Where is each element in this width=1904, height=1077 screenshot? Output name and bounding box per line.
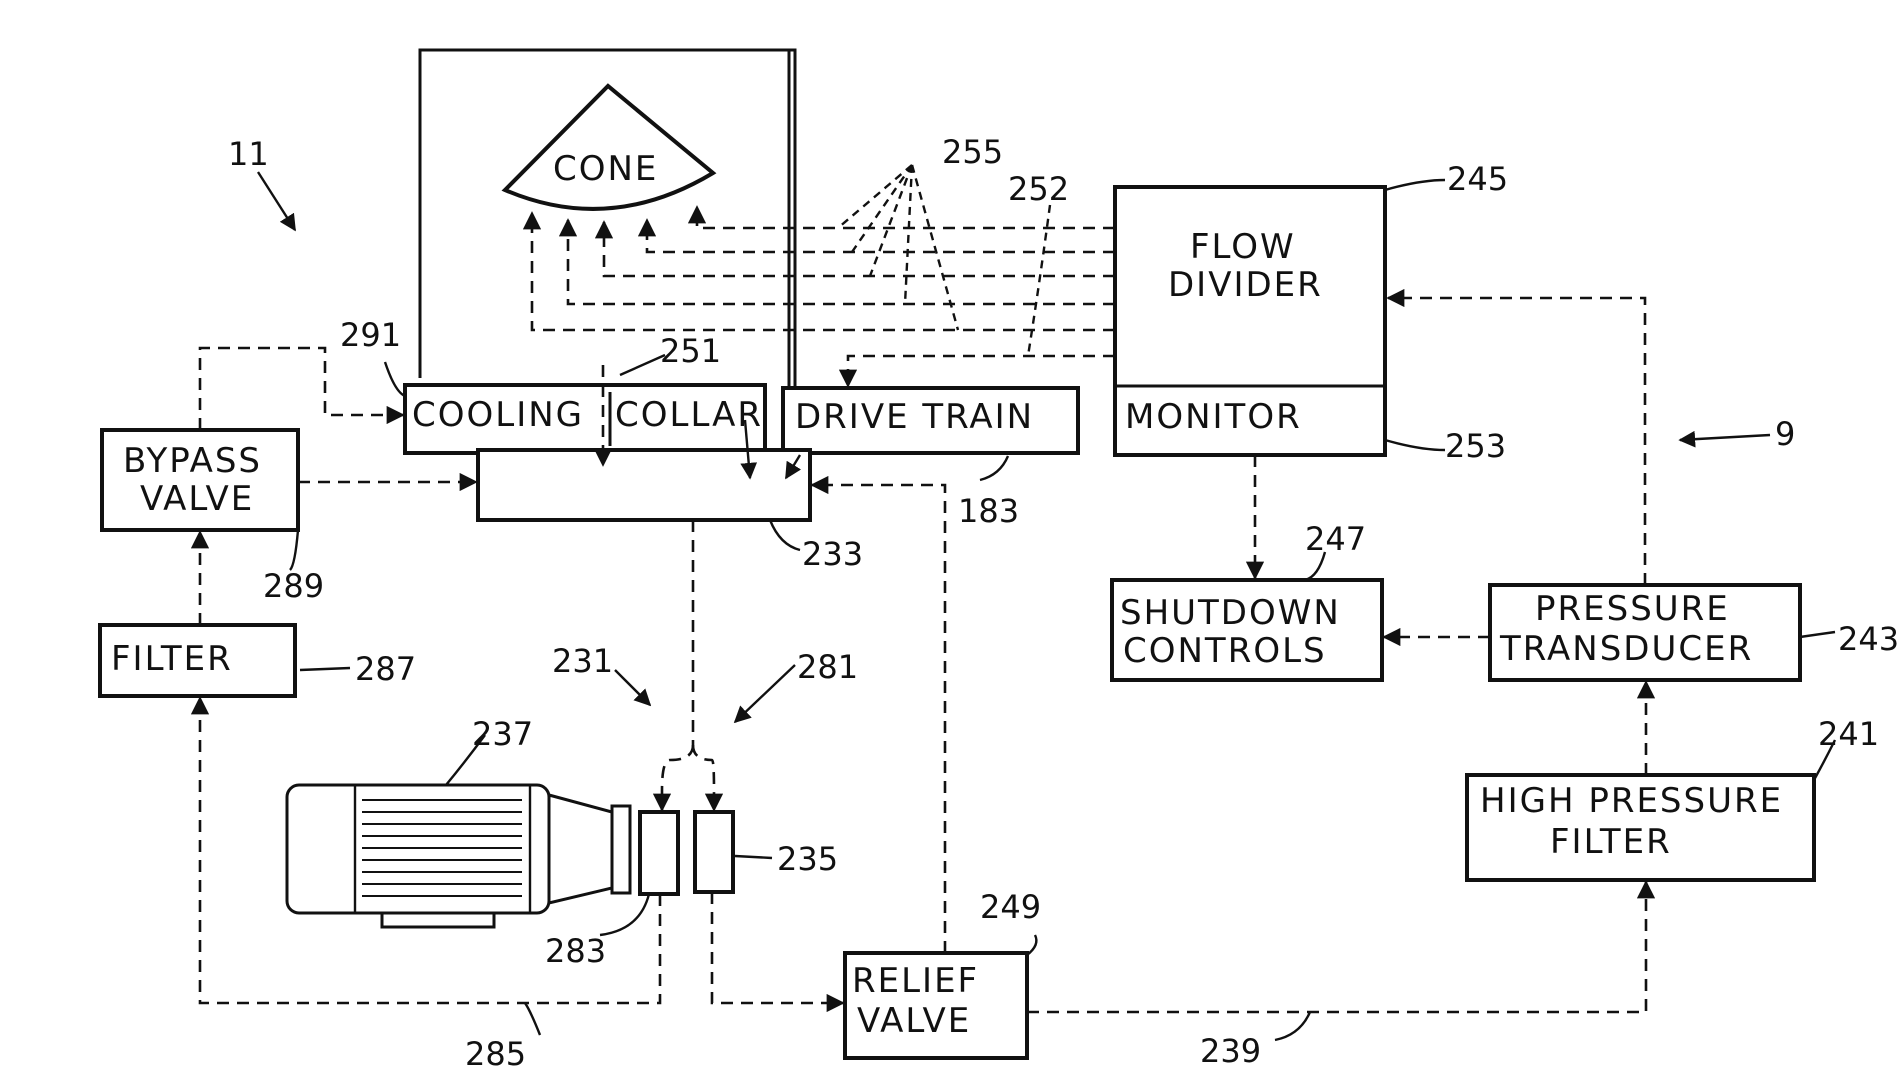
ref-245: 245: [1447, 160, 1508, 198]
ref-281: 281: [797, 648, 858, 686]
transducer-label-2: TRANSDUCER: [1499, 629, 1753, 669]
ref-291: 291: [340, 316, 401, 354]
transducer-label-1: PRESSURE: [1535, 589, 1730, 629]
ref-249: 249: [980, 888, 1041, 926]
monitor-label: MONITOR: [1125, 397, 1302, 437]
drive-train-block: DRIVE TRAIN: [783, 388, 1078, 453]
filter-label: FILTER: [111, 639, 233, 679]
ref-253: 253: [1445, 427, 1506, 465]
flow-divider-block: FLOW DIVIDER MONITOR: [1115, 187, 1385, 455]
ref-243: 243: [1838, 620, 1899, 658]
collar-label: COLLAR: [615, 395, 763, 435]
ref-231: 231: [552, 642, 613, 680]
bypass-label-2: VALVE: [140, 479, 254, 519]
cone-block: CONE: [505, 86, 713, 209]
cone-label: CONE: [553, 149, 658, 189]
ref-287: 287: [355, 650, 416, 688]
relief-valve-block: RELIEF VALVE: [845, 953, 1027, 1058]
bypass-valve-block: BYPASS VALVE: [102, 430, 298, 530]
shutdown-label-2: CONTROLS: [1123, 631, 1327, 671]
shutdown-controls-block: SHUTDOWN CONTROLS: [1112, 580, 1382, 680]
ref-183: 183: [958, 492, 1019, 530]
flow-divider-label-2: DIVIDER: [1168, 265, 1323, 305]
ref-252: 252: [1008, 170, 1069, 208]
bypass-label-1: BYPASS: [123, 441, 262, 481]
filter-block: FILTER: [100, 625, 295, 696]
hp-filter-label-1: HIGH PRESSURE: [1480, 781, 1783, 821]
ref-235: 235: [777, 840, 838, 878]
relief-label-2: VALVE: [857, 1001, 971, 1041]
high-pressure-filter-block: HIGH PRESSURE FILTER: [1467, 775, 1814, 880]
ref-237: 237: [472, 715, 533, 753]
manifold-block: [478, 450, 810, 520]
ref-251: 251: [660, 332, 721, 370]
ref-9: 9: [1775, 415, 1795, 453]
pump-235: [695, 812, 733, 892]
ref-255: 255: [942, 133, 1003, 171]
drive-train-label: DRIVE TRAIN: [795, 397, 1034, 437]
ref-283: 283: [545, 932, 606, 970]
ref-11: 11: [228, 135, 269, 173]
shutdown-label-1: SHUTDOWN: [1120, 593, 1341, 633]
hp-filter-label-2: FILTER: [1550, 822, 1672, 862]
ref-239: 239: [1200, 1032, 1261, 1070]
ref-241: 241: [1818, 715, 1879, 753]
motor-drawing: [287, 785, 630, 927]
cooling-label: COOLING: [412, 395, 584, 435]
ref-285: 285: [465, 1035, 526, 1072]
pressure-transducer-block: PRESSURE TRANSDUCER: [1490, 585, 1800, 680]
pump-283: [640, 812, 678, 894]
ref-233: 233: [802, 535, 863, 573]
flow-divider-label-1: FLOW: [1190, 227, 1296, 267]
relief-label-1: RELIEF: [852, 961, 979, 1001]
ref-247: 247: [1305, 520, 1366, 558]
ref-289: 289: [263, 567, 324, 605]
cooling-collar-block: COOLING COLLAR: [405, 385, 765, 453]
